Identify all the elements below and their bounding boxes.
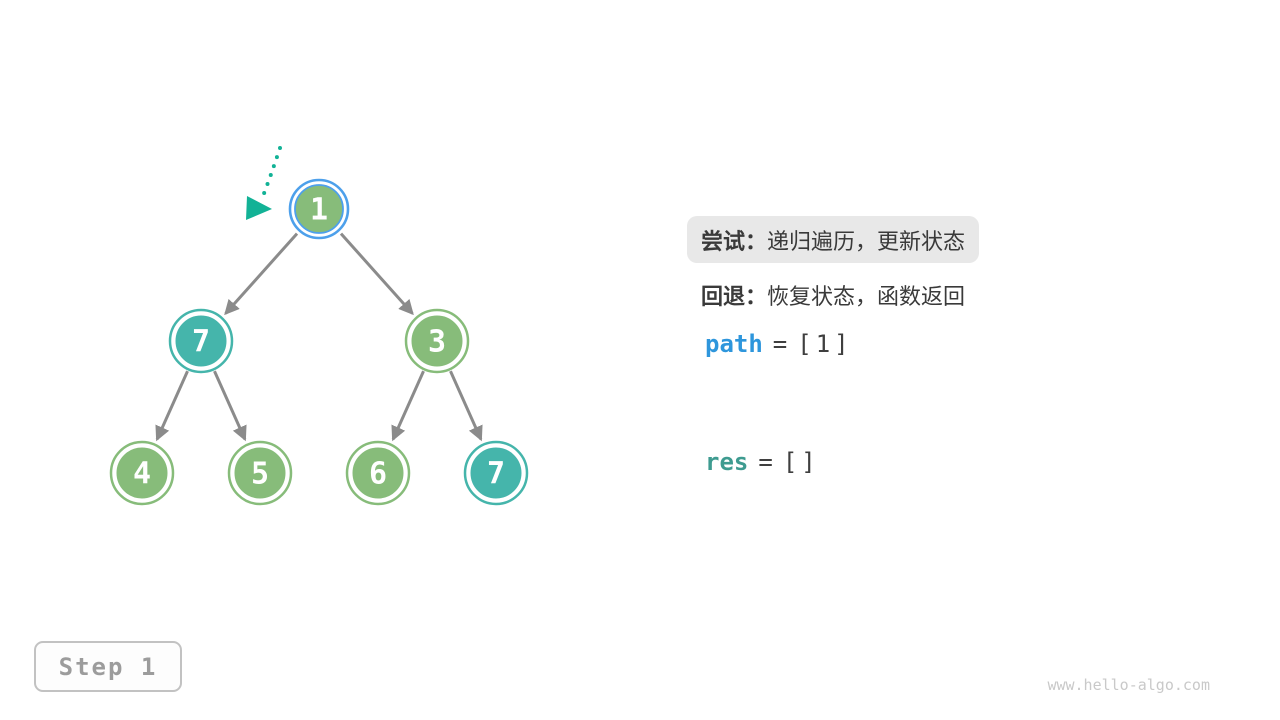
node-ring xyxy=(227,440,293,506)
watermark: www.hello-algo.com xyxy=(1047,676,1210,694)
node-label: 1 xyxy=(310,193,328,228)
backtrack-text: 恢复状态，函数返回 xyxy=(767,284,966,309)
tree-edge xyxy=(391,370,425,442)
try-label: 尝试： xyxy=(701,228,768,254)
tree-edge xyxy=(339,232,414,316)
step-badge-label: Step 1 xyxy=(58,652,158,681)
node-circle xyxy=(408,312,466,370)
current-node-pointer xyxy=(246,146,282,220)
tree-edges xyxy=(155,232,483,442)
tree-node-7: 7 xyxy=(463,440,529,506)
backtrack-label: 回退： xyxy=(701,284,768,309)
res-state-line: res = [] xyxy=(705,448,820,476)
node-ring xyxy=(404,308,470,374)
try-text: 递归遍历，更新状态 xyxy=(767,228,966,254)
node-ring xyxy=(168,308,234,374)
tree-node-4: 4 xyxy=(109,440,175,506)
try-callout: 尝试：递归遍历，更新状态 xyxy=(687,216,980,263)
node-circle xyxy=(294,184,344,234)
node-label: 7 xyxy=(192,325,210,360)
node-circle xyxy=(172,312,230,370)
path-state-line: path = [1] xyxy=(705,330,853,358)
pointer-arrowhead-icon xyxy=(246,196,272,220)
tree-edge xyxy=(449,370,483,442)
tree-edge xyxy=(224,232,299,316)
equals-sign: = xyxy=(758,448,773,476)
tree-node-6: 6 xyxy=(345,440,411,506)
path-variable: path xyxy=(705,330,763,358)
node-circle xyxy=(113,444,171,502)
node-circle xyxy=(231,444,289,502)
pointer-dotted-curve xyxy=(261,146,282,198)
equals-sign: = xyxy=(772,330,788,358)
highlight-ring xyxy=(288,178,350,240)
tree-node-1: 1 xyxy=(288,178,350,240)
node-circle xyxy=(467,444,525,502)
node-label: 7 xyxy=(487,457,505,492)
tree-nodes: 1 7 3 4 5 6 7 xyxy=(109,178,529,506)
tree-node-7: 7 xyxy=(168,308,234,374)
node-ring xyxy=(109,440,175,506)
backtrack-note: 回退：恢复状态，函数返回 xyxy=(701,279,965,311)
node-ring xyxy=(345,440,411,506)
tree-edge xyxy=(213,370,247,442)
node-ring xyxy=(463,440,529,506)
res-variable: res xyxy=(705,448,749,476)
tree-node-3: 3 xyxy=(404,308,470,374)
tree-node-5: 5 xyxy=(227,440,293,506)
node-label: 3 xyxy=(428,325,446,360)
step-badge: Step 1 xyxy=(34,641,182,692)
node-circle xyxy=(349,444,407,502)
path-value: [1] xyxy=(797,330,853,358)
node-label: 4 xyxy=(133,457,151,492)
res-value: [] xyxy=(782,448,820,476)
node-label: 5 xyxy=(251,457,269,492)
node-label: 6 xyxy=(369,457,387,492)
tree-edge xyxy=(155,370,189,442)
